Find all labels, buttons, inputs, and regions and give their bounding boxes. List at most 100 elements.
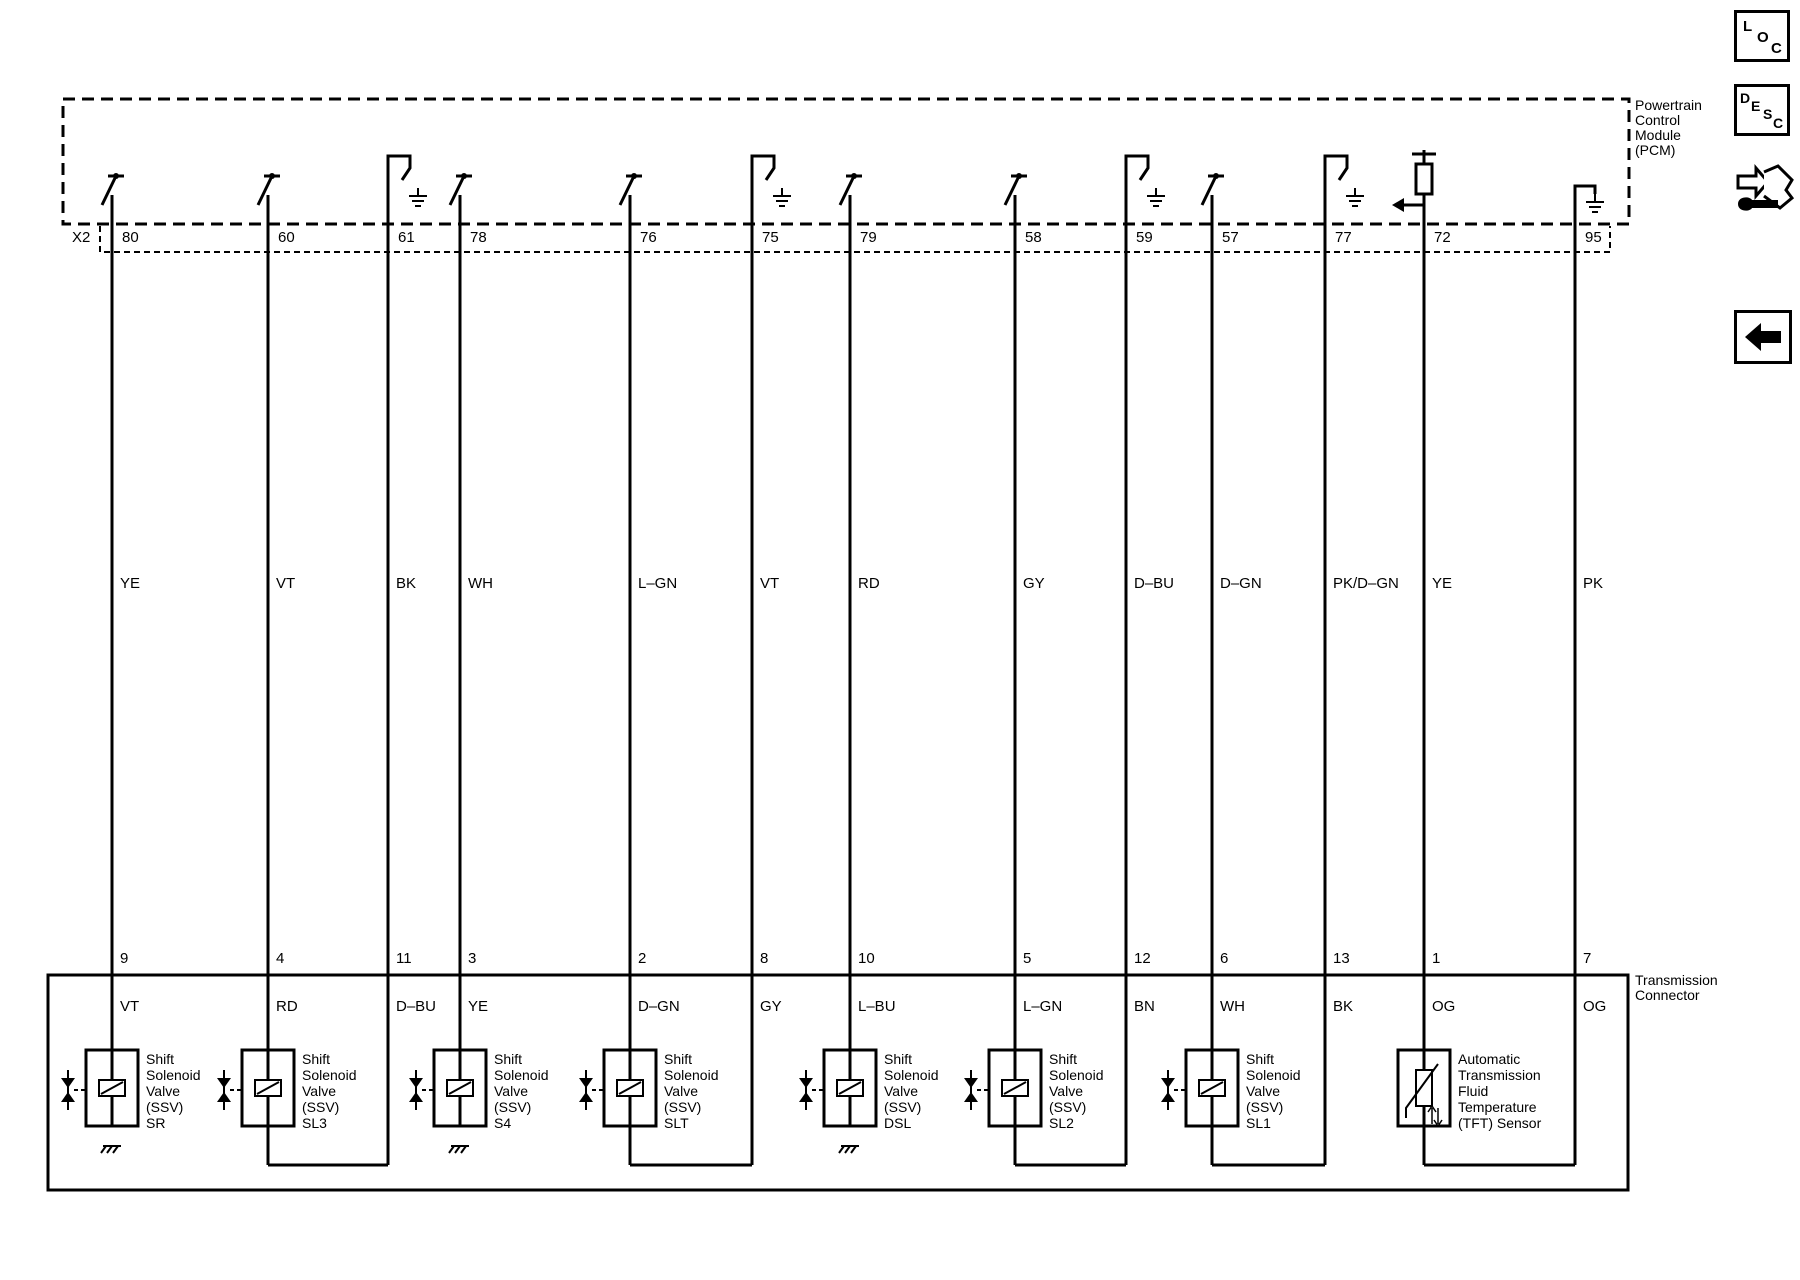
component-label-line: Valve: [1049, 1083, 1083, 1099]
chassis-ground-icon: [100, 1145, 121, 1154]
pcm-pin-label: 79: [860, 229, 877, 246]
component-label-line: Solenoid: [494, 1067, 549, 1083]
transmission-pin-label: 1: [1432, 950, 1440, 967]
transmission-wire-color-label: OG: [1432, 998, 1455, 1015]
pcm-wire-color-label: GY: [1023, 575, 1045, 592]
circuit-72: 72YE1OGAutomaticTransmissionFluidTempera…: [1392, 150, 1575, 1167]
connector-wrench-icon[interactable]: [1734, 160, 1796, 218]
component-label-line: Transmission: [1458, 1067, 1541, 1083]
loc-letter-o: O: [1757, 29, 1769, 46]
transmission-wire-color-label: BK: [1333, 998, 1353, 1015]
pcm-pin-label: 58: [1025, 229, 1042, 246]
pcm-connector-id: X2: [72, 229, 90, 246]
transmission-pin-label: 8: [760, 950, 768, 967]
transmission-wire-color-label: D–GN: [638, 998, 680, 1015]
transmission-pin-label: 9: [120, 950, 128, 967]
chassis-ground-icon: [838, 1145, 859, 1154]
return-contact: [1124, 154, 1150, 210]
back-button[interactable]: [1734, 310, 1792, 364]
switch-contact-icon: [1200, 175, 1218, 206]
component-label-line: SR: [146, 1115, 165, 1131]
component-label-line: (SSV): [664, 1099, 701, 1115]
component-label-line: DSL: [884, 1115, 911, 1131]
transmission-pin-label: 13: [1333, 950, 1350, 967]
pcm-wire-color-label: D–GN: [1220, 575, 1262, 592]
component-label-line: Solenoid: [884, 1067, 939, 1083]
transmission-wire-color-label: GY: [760, 998, 782, 1015]
pcm-pin-label: 72: [1434, 229, 1451, 246]
component-label-line: Valve: [884, 1083, 918, 1099]
transmission-wire-color-label: VT: [120, 998, 139, 1015]
component-label-line: Shift: [302, 1051, 330, 1067]
component-label-line: (SSV): [1246, 1099, 1283, 1115]
component-label-line: Solenoid: [1049, 1067, 1104, 1083]
pcm-connector-outline: [99, 226, 1611, 253]
transmission-label-line: Connector: [1635, 987, 1700, 1003]
component-label-line: Valve: [1246, 1083, 1280, 1099]
pcm-wire-color-label: D–BU: [1134, 575, 1174, 592]
desc-letter-d: D: [1740, 90, 1750, 106]
pcm-wire-color-label: WH: [468, 575, 493, 592]
pullup-resistor: [1414, 162, 1434, 196]
transmission-wire-color-label: OG: [1583, 998, 1606, 1015]
component-label-line: Solenoid: [302, 1067, 357, 1083]
component-label-line: Shift: [664, 1051, 692, 1067]
component-label-line: Solenoid: [664, 1067, 719, 1083]
component-label-line: SL1: [1246, 1115, 1271, 1131]
transmission-pin-label: 5: [1023, 950, 1031, 967]
pcm-pin-label: 80: [122, 229, 139, 246]
loc-letter-c: C: [1771, 40, 1782, 57]
pcm-pin-label: 76: [640, 229, 657, 246]
wire: [1573, 184, 1597, 1165]
component-label-line: Shift: [146, 1051, 174, 1067]
location-button[interactable]: L O C: [1734, 10, 1790, 62]
pcm-wire-color-label: VT: [276, 575, 295, 592]
desc-letter-s: S: [1763, 106, 1772, 122]
component-label-line: SL2: [1049, 1115, 1074, 1131]
transmission-wire-color-label: L–GN: [1023, 998, 1062, 1015]
component-label-line: Solenoid: [146, 1067, 201, 1083]
ground-icon: [409, 188, 427, 207]
pcm-label-line: (PCM): [1635, 142, 1675, 158]
switch-contact-icon: [448, 175, 466, 206]
tft-sensor: AutomaticTransmissionFluidTemperature(TF…: [1396, 1048, 1575, 1167]
component-label-line: (SSV): [1049, 1099, 1086, 1115]
component-label-line: Solenoid: [1246, 1067, 1301, 1083]
pcm-wire-color-label: BK: [396, 575, 416, 592]
transmission-wire-color-label: RD: [276, 998, 298, 1015]
desc-letter-c: C: [1773, 115, 1783, 131]
switch-contact-icon: [100, 175, 118, 206]
pcm-wire-color-label: YE: [120, 575, 140, 592]
component-label-line: Fluid: [1458, 1083, 1488, 1099]
pcm-module-outline: [61, 97, 1631, 226]
pcm-wire-color-label: RD: [858, 575, 880, 592]
return-contact: [750, 154, 776, 210]
pcm-label-line: Module: [1635, 127, 1681, 143]
desc-letter-e: E: [1751, 98, 1760, 114]
transmission-pin-label: 11: [396, 950, 412, 967]
transmission-wire-color-label: L–BU: [858, 998, 896, 1015]
transmission-pin-label: 6: [1220, 950, 1228, 967]
transmission-wire-color-label: WH: [1220, 998, 1245, 1015]
chassis-ground-icon: [448, 1145, 469, 1154]
pcm-pin-label: 60: [278, 229, 295, 246]
return-contact: [1323, 154, 1349, 210]
description-button[interactable]: D E S C: [1734, 84, 1790, 136]
component-label-line: SLT: [664, 1115, 689, 1131]
